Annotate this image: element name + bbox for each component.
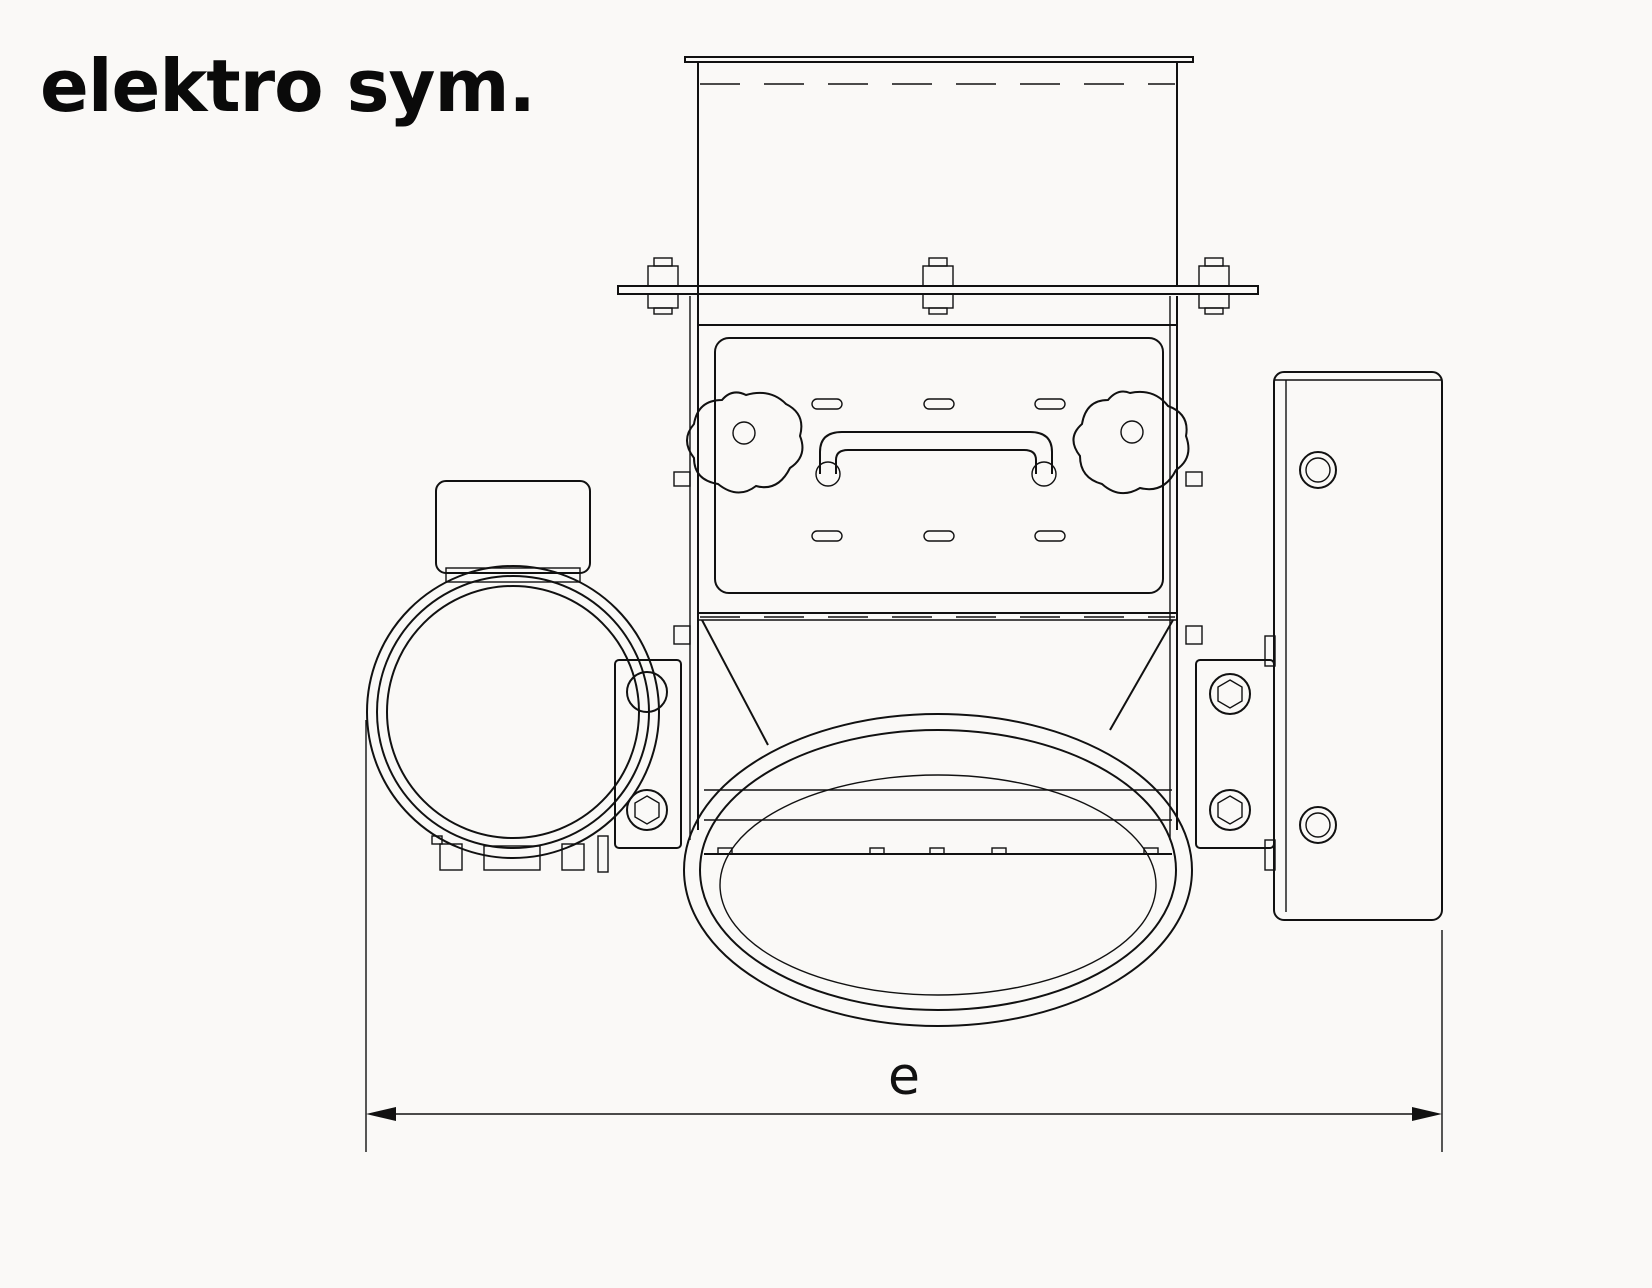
outlet-ring: [683, 713, 1193, 1027]
control-box: [1264, 371, 1443, 921]
top-inlet: [684, 56, 1194, 296]
slot: [1034, 398, 1066, 410]
dimension-e: e: [365, 720, 1443, 1152]
slot: [811, 398, 843, 410]
bolt-icon: [647, 257, 679, 315]
flange-plate: [617, 257, 1259, 315]
main-housing: [673, 296, 1203, 840]
slot: [923, 530, 955, 542]
dimension-label: e: [888, 1047, 920, 1107]
knob-right-icon: [1072, 390, 1190, 495]
knob-left-icon: [686, 391, 804, 494]
nut-icon: [673, 625, 691, 645]
nut-icon: [673, 471, 691, 487]
hopper: [698, 612, 1177, 746]
page-title: elektro sym.: [40, 44, 536, 128]
right-bracket: [1195, 659, 1275, 849]
motor: [366, 480, 660, 873]
bolt-icon: [1198, 257, 1230, 315]
bolt-icon: [922, 257, 954, 315]
nut-icon: [1185, 471, 1203, 487]
nut-icon: [1185, 625, 1203, 645]
slot: [1034, 530, 1066, 542]
slot: [811, 530, 843, 542]
slot: [923, 398, 955, 410]
left-bracket: [614, 659, 682, 849]
handle-icon: [819, 431, 1053, 474]
